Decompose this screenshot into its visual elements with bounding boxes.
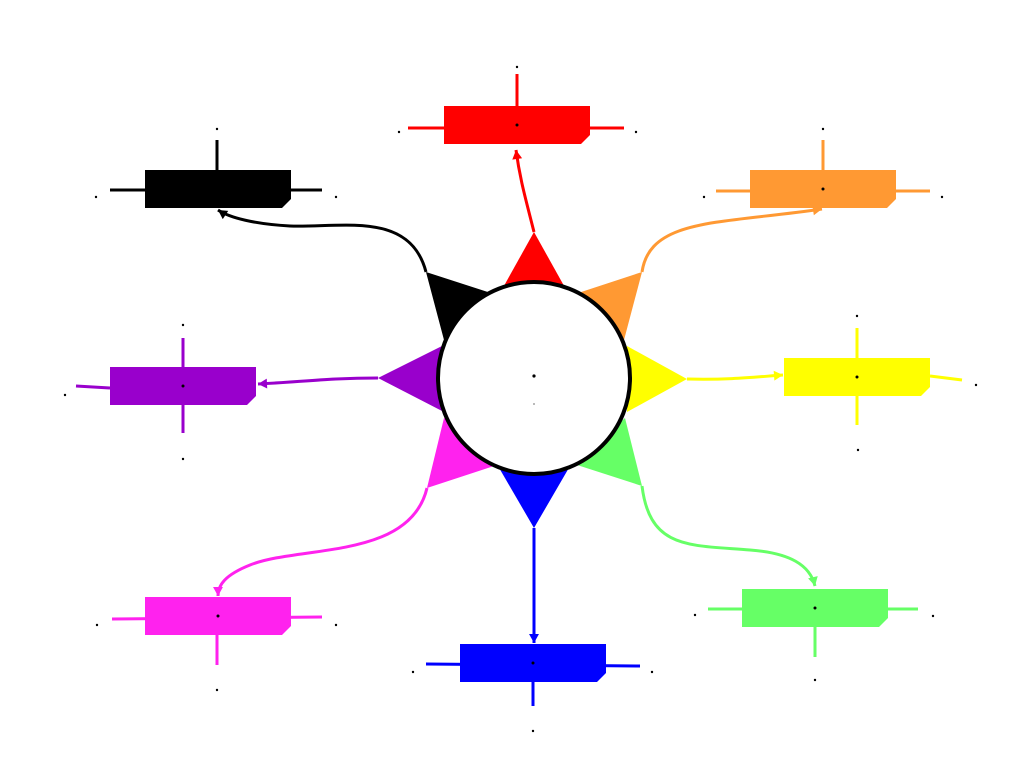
black-end-dot — [334, 195, 338, 199]
purple-box-dot — [181, 384, 185, 388]
hub-layer — [436, 280, 632, 476]
red-end-dot — [634, 130, 638, 134]
magenta-end-dot — [215, 688, 219, 692]
magenta-box-dot — [216, 614, 220, 618]
red-end-dot — [515, 65, 519, 69]
black-spike — [426, 272, 494, 340]
magenta-arrowhead — [213, 587, 223, 596]
green-arrowhead — [808, 576, 818, 586]
green-spike — [574, 418, 642, 486]
yellow-spike — [627, 346, 687, 412]
hub-circle — [436, 280, 632, 476]
red-box-dot — [515, 123, 519, 127]
orange-end-dot — [940, 195, 944, 199]
green-connector — [640, 485, 817, 587]
yellow-end-dot — [856, 448, 860, 452]
yellow-end-dot — [855, 314, 859, 318]
red-connector — [514, 149, 536, 233]
purple-end-dot — [63, 393, 67, 397]
orange-end-dot — [821, 127, 825, 131]
blue-box-dot — [531, 661, 535, 665]
yellow-arrowhead — [773, 370, 783, 381]
blue-end-dot — [650, 670, 654, 674]
hub-minor-dot — [533, 403, 535, 405]
spike-layer — [378, 232, 687, 528]
orange-connector — [640, 207, 823, 273]
orange-box-dot — [821, 187, 825, 191]
red-end-dot — [397, 130, 401, 134]
connector-layer — [213, 149, 823, 643]
purple-end-dot — [181, 323, 185, 327]
magenta-connector — [216, 487, 429, 597]
blue-end-dot — [411, 670, 415, 674]
orange-spike — [572, 272, 642, 340]
magenta-spike — [427, 418, 494, 488]
black-arrowhead — [218, 210, 229, 220]
black-end-dot — [94, 195, 98, 199]
purple-hline — [75, 384, 111, 390]
box-layer — [63, 65, 978, 733]
black-connector — [217, 208, 428, 273]
yellow-box-dot — [855, 375, 859, 379]
orange-end-dot — [702, 195, 706, 199]
yellow-hline — [929, 374, 963, 382]
red-arrowhead — [512, 150, 523, 160]
blue-arrowhead — [529, 634, 539, 643]
hub-center-dot — [532, 374, 536, 378]
black-end-dot — [215, 127, 219, 131]
purple-spike — [378, 345, 444, 412]
yellow-connector — [686, 373, 784, 381]
green-box-dot — [813, 606, 817, 610]
purple-connector — [257, 376, 379, 386]
purple-end-dot — [181, 457, 185, 461]
green-end-dot — [693, 613, 697, 617]
magenta-end-dot — [95, 623, 99, 627]
red-spike — [500, 232, 568, 293]
black-box-dot — [216, 187, 220, 191]
magenta-end-dot — [334, 623, 338, 627]
yellow-end-dot — [974, 383, 978, 387]
blue-spike — [498, 466, 570, 528]
blue-end-dot — [531, 729, 535, 733]
green-end-dot — [813, 678, 817, 682]
green-end-dot — [931, 614, 935, 618]
purple-arrowhead — [258, 378, 268, 389]
